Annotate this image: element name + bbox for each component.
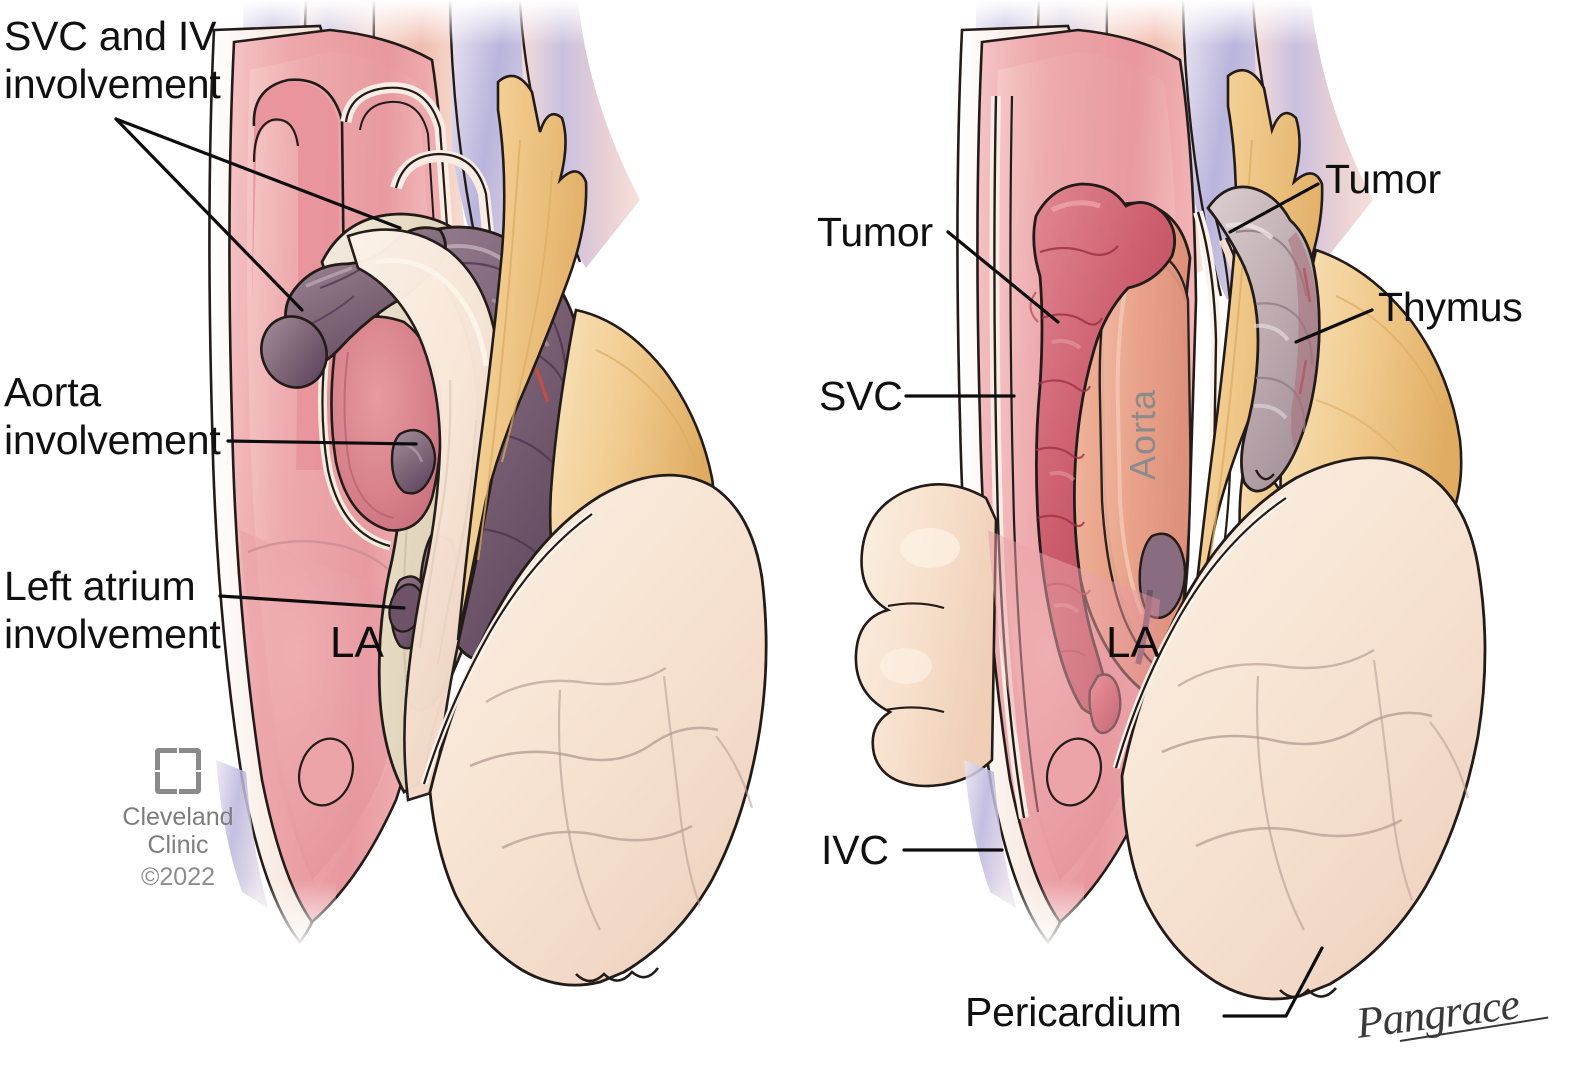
leader-la-involvement <box>218 594 406 610</box>
label-thymus: Thymus <box>1378 284 1523 330</box>
label-svc-iv-involvement: SVC and IV involvement <box>4 13 221 107</box>
left-panel-artwork <box>196 0 768 987</box>
atrial-appendage-left <box>298 737 354 807</box>
ventricle-right <box>1120 456 1487 1001</box>
atrial-appendage-right <box>1046 737 1102 807</box>
leader-tumor-thymus <box>1228 182 1320 234</box>
leader-svc-iv-b <box>114 117 304 312</box>
credit-copyright: ©2022 <box>140 863 216 891</box>
label-aorta-involvement: Aorta involvement <box>4 369 221 463</box>
label-tumor-thymus: Tumor <box>1325 156 1441 202</box>
leader-lines <box>114 117 1374 1018</box>
cleveland-clinic-credit: Cleveland Clinic ©2022 <box>113 748 243 892</box>
label-tumor-svc: Tumor <box>817 209 933 255</box>
chamber-label-la-left: LA <box>330 618 384 667</box>
leader-tumor-svc <box>946 230 1060 324</box>
leader-aorta-involvement <box>226 439 418 446</box>
leader-svc-iv-a <box>114 117 402 230</box>
label-pericardium: Pericardium <box>965 989 1182 1035</box>
thymus-left <box>456 74 588 641</box>
right-panel-artwork <box>854 0 1487 1001</box>
left-atrium-right <box>988 530 1160 880</box>
vessel-label-aorta: Aorta <box>1122 388 1163 480</box>
leader-pericardium <box>1222 946 1324 1018</box>
label-ivc: IVC <box>821 827 889 873</box>
cleveland-clinic-logo-icon <box>155 748 201 794</box>
label-left-atrium-involvement: Left atrium involvement <box>4 563 221 657</box>
ventricle-left <box>428 473 768 987</box>
chamber-label-la-right: LA <box>1106 618 1160 667</box>
left-atrium-left <box>240 530 412 880</box>
credit-org-line1: Cleveland <box>122 803 234 831</box>
label-svc: SVC <box>819 373 903 419</box>
credit-org-line2: Clinic <box>147 831 209 859</box>
leader-thymus <box>1294 308 1374 344</box>
lung-lobes-right <box>854 483 998 788</box>
